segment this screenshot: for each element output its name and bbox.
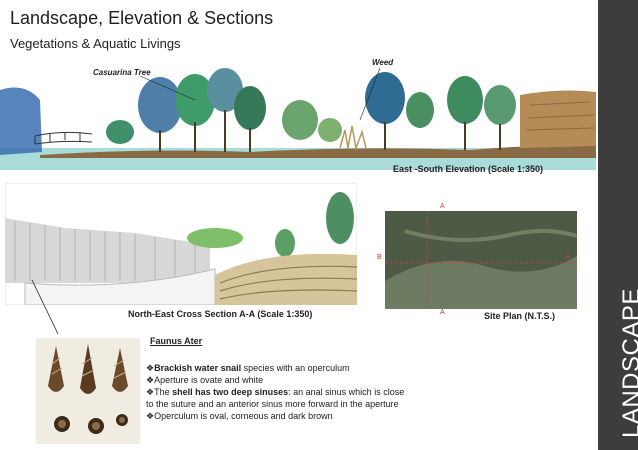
ground (40, 145, 596, 158)
snail-opercula (54, 414, 128, 434)
cliff-strata (525, 101, 595, 131)
section-caption: North-East Cross Section A-A (Scale 1:35… (128, 309, 313, 319)
page-title: Landscape, Elevation & Sections (10, 8, 274, 28)
snail-facts: ❖Brackish water snail species with an op… (146, 362, 406, 422)
marker-a-top: A (440, 203, 445, 210)
elevation-drawing (0, 60, 596, 170)
left-slope (5, 218, 210, 283)
weed-grass (339, 125, 367, 151)
snail-photo (36, 338, 140, 444)
snail-leader (31, 279, 59, 335)
left-cliff (0, 87, 42, 155)
weed-label: Weed (372, 58, 394, 67)
snail-fact-3: ❖The shell has two deep sinuses: an anal… (146, 387, 405, 409)
snail-fact-1: ❖Brackish water snail species with an op… (146, 363, 350, 373)
site-plan-caption: Site Plan (N.T.S.) (484, 311, 556, 321)
right-cliff (520, 90, 596, 148)
elevation-caption: East -South Elevation (Scale 1:350) (393, 164, 544, 174)
section-tree-2 (326, 192, 354, 244)
marker-b-right: B (566, 254, 571, 261)
bank-shrubs (187, 228, 243, 248)
snail-title: Faunus Ater (150, 336, 203, 346)
marker-b-left: B (377, 254, 382, 261)
sidebar-band: LANDSCAPE (598, 0, 638, 450)
casuarina-leader (139, 75, 196, 101)
tree-canopies (106, 68, 516, 144)
slope-hatching (14, 221, 196, 281)
weed-leader (359, 67, 381, 121)
section-drawing (5, 183, 357, 305)
section-tree-1 (275, 229, 295, 257)
snail-fact-4: ❖Operculum is oval, corneous and dark br… (146, 411, 333, 421)
site-plan-map (385, 211, 577, 309)
casuarina-label: Casuarina Tree (93, 68, 151, 77)
snail-fact-2: ❖Aperture is ovate and white (146, 375, 264, 385)
bridge (34, 131, 93, 145)
channel-water (24, 268, 216, 305)
page-subtitle: Vegetations & Aquatic Livings (10, 36, 181, 51)
marker-a-bottom: A (440, 309, 445, 316)
snail-shells (48, 344, 128, 394)
tree-trunks (159, 110, 501, 152)
sidebar-label: LANDSCAPE (618, 288, 638, 438)
